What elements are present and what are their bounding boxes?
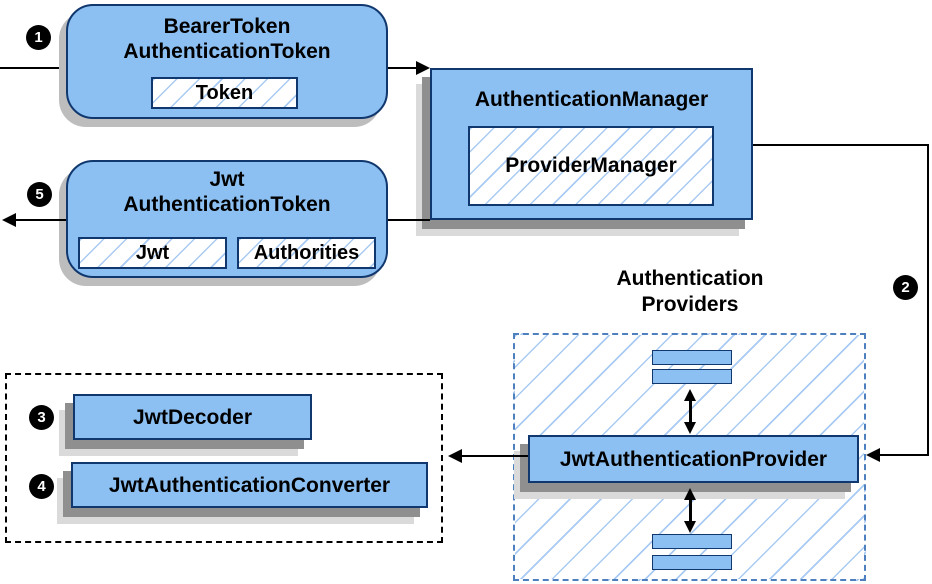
authentication-providers-label-line1: Authentication	[616, 267, 764, 290]
bearer-to-manager-arrowhead-icon	[416, 61, 430, 75]
jwt-chip: Jwt	[78, 237, 227, 269]
jwt-authentication-provider-node: JwtAuthenticationProvider	[528, 435, 859, 483]
token-chip: Token	[151, 77, 298, 109]
step-2-arrowhead-icon	[866, 448, 880, 462]
jwt-authentication-token-node: Jwt AuthenticationToken Jwt Authorities	[66, 160, 388, 278]
bearer-token-authentication-token-node: BearerToken AuthenticationToken Token	[66, 4, 388, 119]
step-3-badge: 3	[29, 405, 54, 430]
jwt-authentication-converter-title: JwtAuthenticationConverter	[108, 473, 391, 497]
jwt-decoder-title: JwtDecoder	[132, 405, 253, 429]
provider-slot-bar-top-1	[652, 350, 732, 365]
manager-to-jwt-token-line	[388, 219, 430, 221]
provider-manager-chip-label: ProviderManager	[505, 154, 677, 177]
double-arrow-bottom-icon	[682, 488, 698, 533]
provider-slot-bar-top-2	[652, 369, 732, 384]
provider-slot-bar-bottom-2	[652, 555, 732, 570]
incoming-flow-line	[0, 67, 66, 69]
jwt-authentication-provider-title: JwtAuthenticationProvider	[559, 447, 828, 471]
jwt-authentication-converter-node: JwtAuthenticationConverter	[71, 462, 428, 508]
authentication-manager-title: AuthenticationManager	[474, 88, 709, 111]
step-5-badge: 5	[27, 182, 52, 207]
jwt-decoder-node: JwtDecoder	[73, 394, 312, 440]
provider-manager-chip: ProviderManager	[468, 126, 714, 206]
double-arrow-top-icon	[682, 389, 698, 434]
token-chip-label: Token	[195, 81, 254, 104]
authentication-manager-node: AuthenticationManager ProviderManager	[430, 68, 753, 220]
authorities-chip: Authorities	[237, 237, 376, 269]
step-2-badge: 2	[893, 275, 918, 300]
authentication-providers-label-line2: Providers	[641, 293, 739, 316]
jwt-chip-label: Jwt	[135, 241, 170, 264]
jwt-token-title-line1: Jwt	[209, 168, 245, 191]
jwt-token-title-line2: AuthenticationToken	[123, 193, 331, 216]
step-1-badge: 1	[26, 25, 51, 50]
step-2-line-right	[927, 144, 929, 456]
step-2-line-top	[753, 144, 929, 146]
provider-slot-bar-bottom-1	[652, 534, 732, 549]
step-4-badge: 4	[29, 474, 54, 499]
bearer-token-title-line1: BearerToken	[163, 15, 291, 38]
outgoing-arrowhead-icon	[2, 213, 16, 227]
jwt-helpers-container	[5, 373, 443, 543]
step-2-line-bottom	[878, 454, 929, 456]
authorities-chip-label: Authorities	[253, 241, 360, 264]
provider-to-helpers-arrowhead-icon	[448, 449, 462, 463]
bearer-to-manager-line	[388, 67, 417, 69]
authentication-providers-label: Authentication Providers	[590, 266, 790, 318]
bearer-token-title-line2: AuthenticationToken	[123, 40, 331, 63]
provider-to-helpers-line	[461, 455, 528, 457]
outgoing-flow-line	[14, 219, 66, 221]
